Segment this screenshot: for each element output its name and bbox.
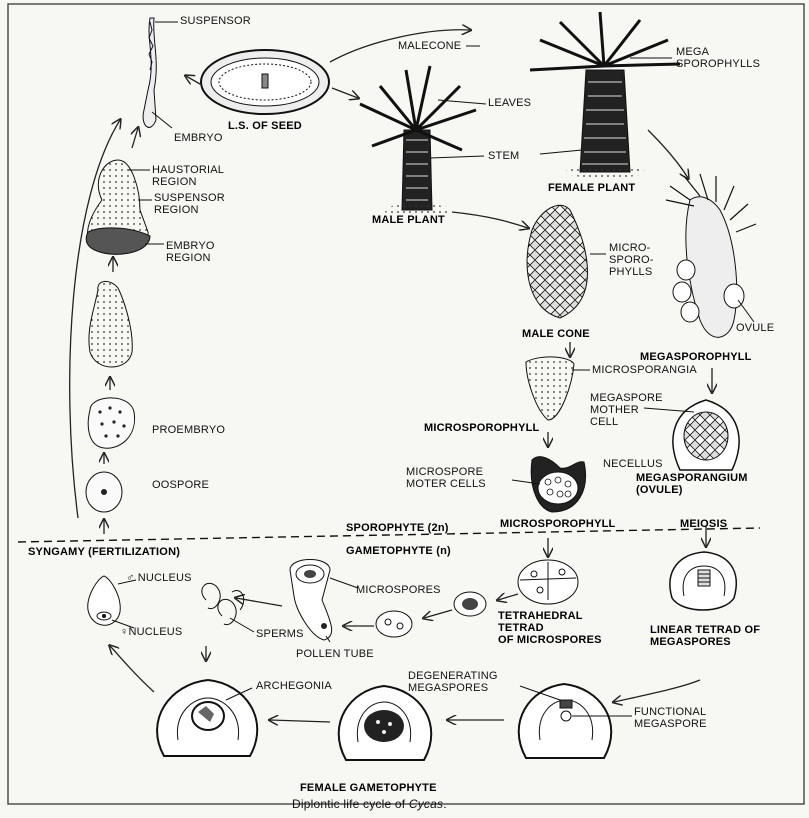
label-ovule: OVULE bbox=[736, 322, 774, 334]
label-megasporangium: MEGASPORANGIUM (OVULE) bbox=[636, 472, 748, 496]
caption-genus: Cycas bbox=[409, 797, 443, 811]
label-meiosis: MEIOSIS bbox=[680, 518, 727, 530]
ovule-archegonia bbox=[157, 680, 257, 756]
label-syngamy: SYNGAMY (FERTILIZATION) bbox=[28, 546, 180, 558]
label-stem: STEM bbox=[488, 150, 519, 162]
label-linear-tetrad: LINEAR TETRAD OF MEGASPORES bbox=[650, 624, 760, 648]
megasporangium-drawing bbox=[673, 400, 739, 470]
pollen-grain-drawing bbox=[376, 611, 412, 637]
label-female-gametophyte: FEMALE GAMETOPHYTE bbox=[300, 782, 437, 794]
embryo-drawing bbox=[143, 18, 156, 127]
label-female-plant: FEMALE PLANT bbox=[548, 182, 635, 194]
label-nucleus-male: ♂ NUCLEUS bbox=[126, 572, 192, 584]
caption-suffix: . bbox=[443, 797, 447, 811]
label-archegonia: ARCHEGONIA bbox=[256, 680, 332, 692]
label-proembryo: PROEMBRYO bbox=[152, 424, 225, 436]
label-embryo-region: EMBRYO REGION bbox=[166, 240, 215, 264]
caption-prefix: Diplontic life cycle of bbox=[292, 797, 409, 811]
label-microspore-moter-cells: MICROSPORE MOTER CELLS bbox=[406, 466, 486, 490]
developing-embryo bbox=[89, 281, 132, 367]
microsporophyll-drawing bbox=[526, 357, 574, 420]
linear-tetrad-drawing bbox=[670, 552, 736, 610]
label-megasporophyll: MEGASPOROPHYLL bbox=[640, 351, 752, 363]
label-mega-sporophylls: MEGA SPOROPHYLLS bbox=[676, 46, 760, 70]
egg-drawing bbox=[88, 576, 120, 625]
label-oospore: OOSPORE bbox=[152, 479, 209, 491]
label-suspensor-region: SUSPENSOR REGION bbox=[154, 192, 225, 216]
label-sporophyte: SPOROPHYTE (2n) bbox=[346, 522, 449, 534]
proembryo-drawing bbox=[88, 398, 134, 448]
ovule-female-gametophyte bbox=[339, 686, 432, 760]
label-sperms: SPERMS bbox=[256, 628, 304, 640]
label-degenerating-megaspores: DEGENERATING MEGASPORES bbox=[408, 670, 498, 694]
tetrahedral-tetrad-drawing bbox=[518, 560, 578, 604]
label-haustorial-region: HAUSTORIAL REGION bbox=[152, 164, 224, 188]
label-pollen-tube: POLLEN TUBE bbox=[296, 648, 374, 660]
label-microsporophyll-2: MICROSPOROPHYLL bbox=[500, 518, 615, 530]
label-male-plant: MALE PLANT bbox=[372, 214, 445, 226]
label-tetrahedral-tetrad: TETRAHEDRAL TETRAD OF MICROSPORES bbox=[498, 610, 602, 646]
label-megaspore-mother-cell: MEGASPORE MOTHER CELL bbox=[590, 392, 663, 428]
seed-section-drawing bbox=[201, 50, 329, 114]
sperms-drawing bbox=[202, 583, 244, 624]
male-plant-drawing bbox=[360, 66, 476, 216]
label-microsporangia: MICROSPORANGIA bbox=[592, 364, 697, 376]
label-suspensor: SUSPENSOR bbox=[180, 15, 251, 27]
label-male-cone: MALE CONE bbox=[522, 328, 590, 340]
megasporophyll-drawing bbox=[666, 174, 756, 337]
male-cone-drawing bbox=[527, 205, 587, 318]
label-leaves: LEAVES bbox=[488, 97, 531, 109]
label-nucleus-female: ♀NUCLEUS bbox=[120, 626, 182, 638]
label-microspores: MICROSPORES bbox=[356, 584, 441, 596]
label-gametophyte: GAMETOPHYTE (n) bbox=[346, 545, 451, 557]
figure-caption: Diplontic life cycle of Cycas. bbox=[292, 798, 447, 811]
label-necellus: NECELLUS bbox=[603, 458, 663, 470]
label-functional-megaspore: FUNCTIONAL MEGASPORE bbox=[634, 706, 707, 730]
label-embryo: EMBRYO bbox=[174, 132, 223, 144]
label-malecone: MALECONE bbox=[398, 40, 461, 52]
label-ls-of-seed: L.S. OF SEED bbox=[228, 120, 302, 132]
ovule-functional-megaspore bbox=[519, 684, 612, 758]
label-microsporophyll-1: MICROSPOROPHYLL bbox=[424, 422, 539, 434]
label-micro-sporophylls: MICRO- SPORO- PHYLLS bbox=[609, 242, 654, 278]
